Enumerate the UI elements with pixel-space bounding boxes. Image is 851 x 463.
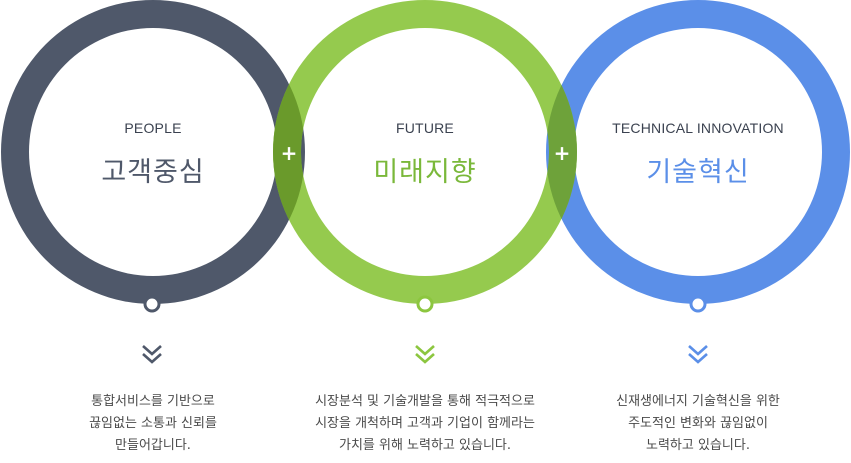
people-label: PEOPLE bbox=[124, 120, 182, 136]
future-title: 미래지향 bbox=[373, 157, 477, 188]
description-line: 신재생에너지 기술혁신을 위한 bbox=[616, 394, 780, 409]
plus-connector-right: + bbox=[553, 141, 571, 165]
double-chevron-down-icon bbox=[415, 345, 435, 364]
people-title: 고객중심 bbox=[101, 157, 205, 188]
description-line: 끊임없는 소통과 신뢰를 bbox=[89, 416, 217, 431]
plus-connector-left: + bbox=[280, 141, 298, 165]
description-line: 시장분석 및 기술개발을 통해 적극적으로 bbox=[315, 394, 535, 409]
people-dot-icon bbox=[143, 295, 161, 313]
future-label: FUTURE bbox=[396, 120, 454, 136]
technical-description: 신재생에너지 기술혁신을 위한 주도적인 변화와 끊임없이 노력하고 있습니다. bbox=[558, 391, 838, 457]
technical-dot-icon bbox=[689, 295, 707, 313]
technical-title: 기술혁신 bbox=[646, 157, 750, 188]
double-chevron-down-icon bbox=[142, 345, 162, 364]
description-line: 노력하고 있습니다. bbox=[646, 438, 750, 453]
description-line: 만들어갑니다. bbox=[115, 438, 191, 453]
description-line: 주도적인 변화와 끊임없이 bbox=[628, 416, 768, 431]
description-line: 가치를 위해 노력하고 있습니다. bbox=[338, 438, 511, 453]
technical-label: TECHNICAL INNOVATION bbox=[612, 120, 784, 136]
future-dot-icon bbox=[416, 295, 434, 313]
description-line: 통합서비스를 기반으로 bbox=[91, 394, 215, 409]
double-chevron-down-icon bbox=[688, 345, 708, 364]
future-description: 시장분석 및 기술개발을 통해 적극적으로 시장을 개척하며 고객과 기업이 함… bbox=[285, 391, 565, 457]
people-description: 통합서비스를 기반으로 끊임없는 소통과 신뢰를 만들어갑니다. bbox=[13, 391, 293, 457]
description-line: 시장을 개척하며 고객과 기업이 함께라는 bbox=[315, 416, 535, 431]
